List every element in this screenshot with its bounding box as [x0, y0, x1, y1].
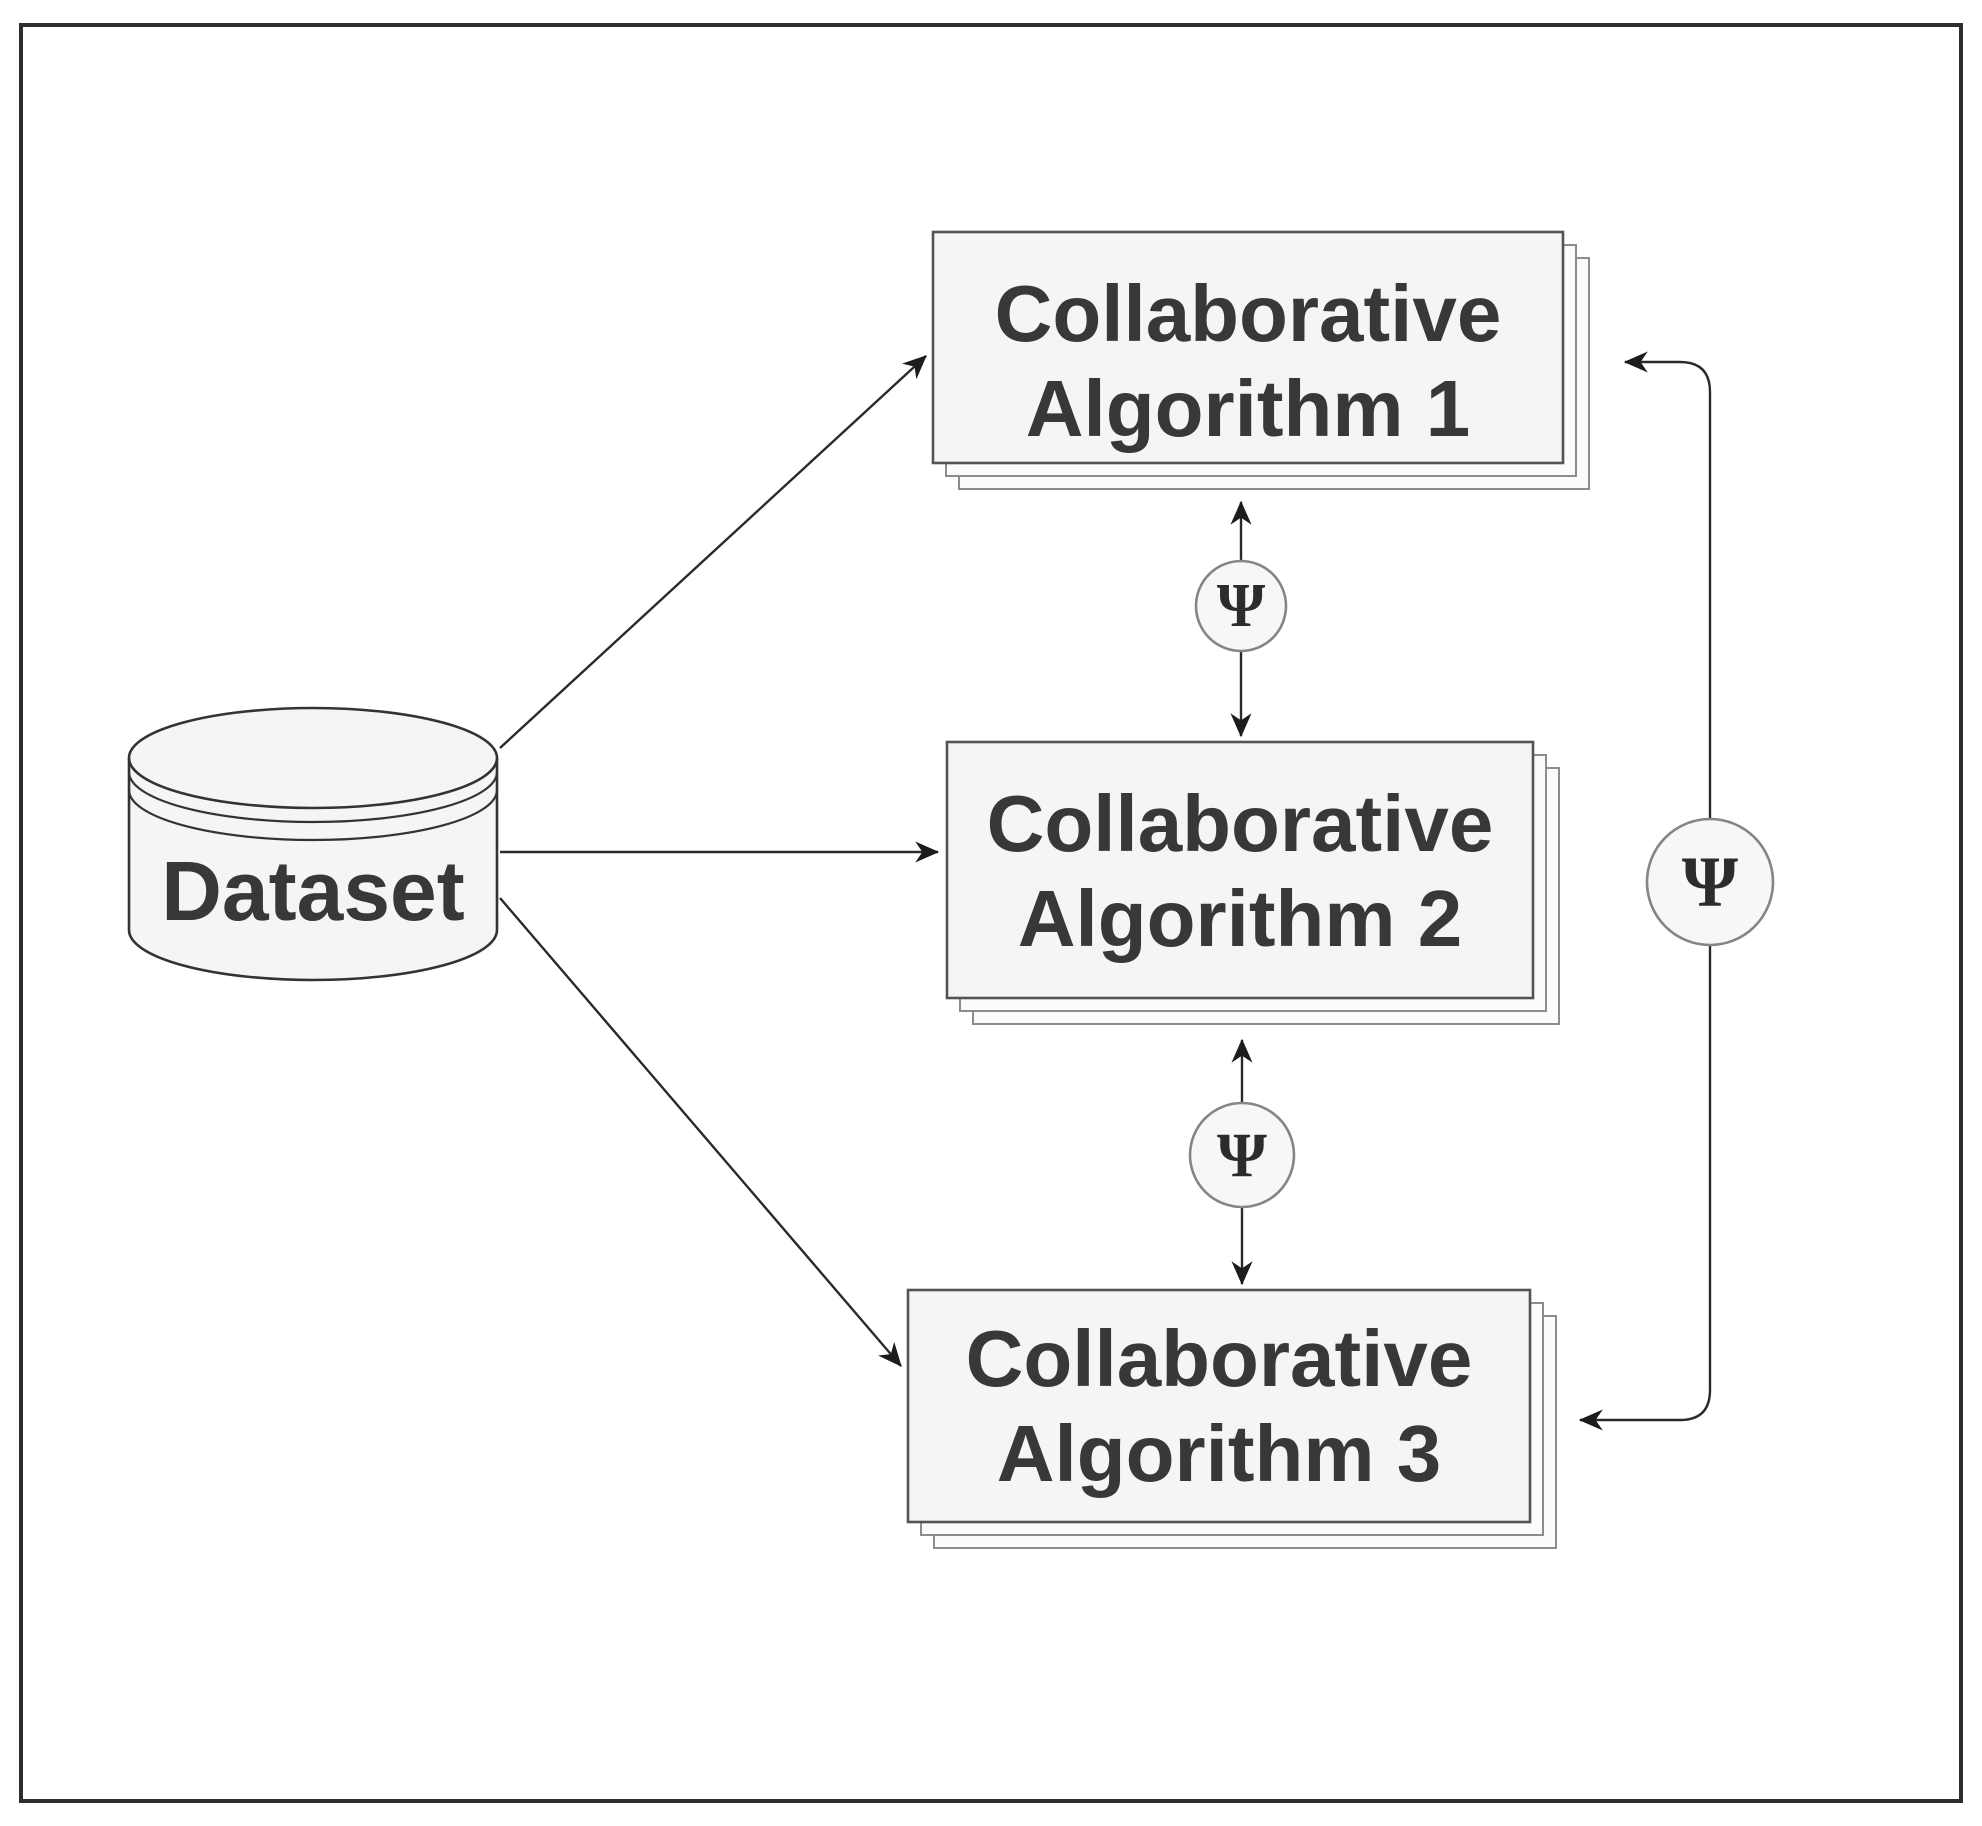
dataset-label: Dataset [161, 844, 464, 938]
algorithm-1-box [931, 230, 1565, 465]
psi-symbol-alg1-alg2: Ψ [1217, 572, 1266, 640]
algorithm-2-label-line1: Collaborative [987, 779, 1494, 868]
dataset-cylinder-ring-1 [127, 771, 499, 824]
psi-symbol-alg2-alg3: Ψ [1217, 1120, 1267, 1191]
algorithm-1-label-line2: Algorithm 1 [1026, 364, 1470, 453]
psi-circle-alg1-alg3 [1645, 817, 1775, 947]
algorithm-1-node: Collaborative Algorithm 1 [931, 230, 1590, 490]
algorithm-2-label-line2: Algorithm 2 [1018, 874, 1462, 963]
psi-circle-alg1-alg2 [1194, 559, 1288, 653]
algorithm-3-box [906, 1288, 1532, 1524]
dataset-cylinder-top [127, 706, 499, 810]
algorithm-3-label-line1: Collaborative [966, 1314, 1473, 1403]
algorithm-3-node: Collaborative Algorithm 3 [906, 1288, 1557, 1549]
algorithm-1-label-line1: Collaborative [995, 269, 1502, 358]
arrow-dataset-to-algorithm-3 [499, 897, 902, 1367]
algorithm-2-box [945, 740, 1535, 1000]
psi-symbol-alg1-alg3: Ψ [1682, 842, 1738, 922]
arrow-dataset-to-algorithm-1 [499, 355, 927, 749]
algorithm-2-node: Collaborative Algorithm 2 [945, 740, 1560, 1025]
psi-circle-alg2-alg3 [1188, 1101, 1296, 1209]
algorithm-3-label-line2: Algorithm 3 [997, 1409, 1441, 1498]
dataset-cylinder-ring-2 [127, 789, 499, 842]
dataset-node: Dataset [127, 706, 499, 982]
dataset-cylinder-body [127, 758, 499, 982]
